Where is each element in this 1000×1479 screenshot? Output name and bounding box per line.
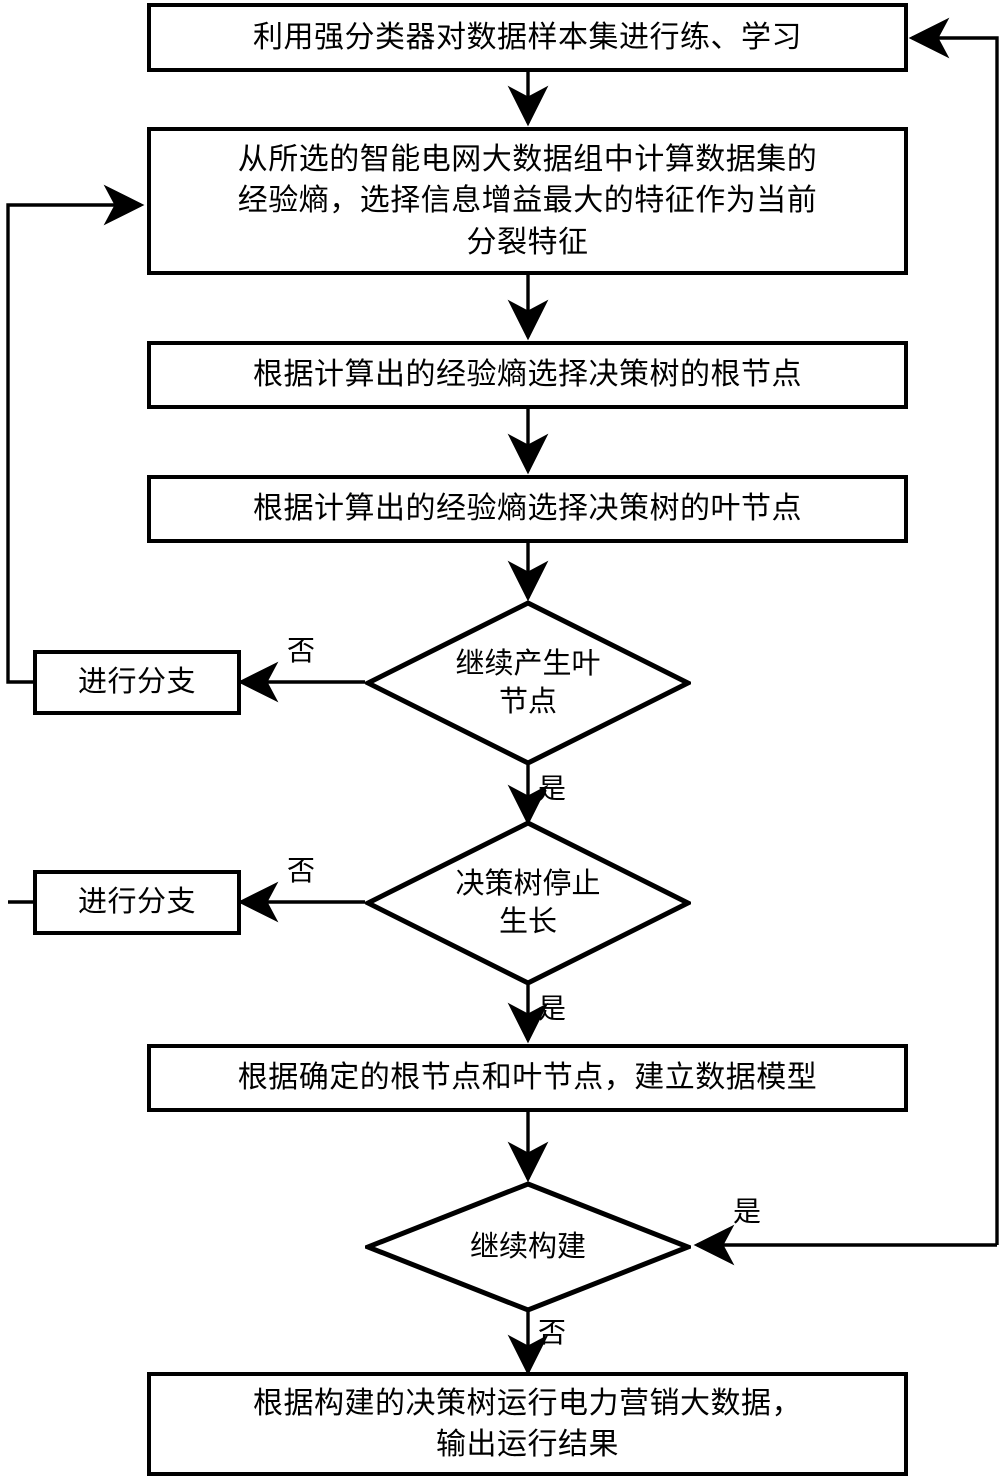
process-output[interactable]: 根据构建的决策树运行电力营销大数据， 输出运行结果: [147, 1372, 908, 1476]
process-model[interactable]: 根据确定的根节点和叶节点，建立数据模型: [147, 1044, 908, 1112]
process-train-label: 利用强分类器对数据样本集进行练、学习: [253, 20, 802, 54]
process-train[interactable]: 利用强分类器对数据样本集进行练、学习: [147, 3, 908, 72]
process-branch-1-label: 进行分支: [77, 665, 196, 698]
edge-label-build-no: 否: [538, 1318, 567, 1349]
decision-tree-stop-label: 决策树停止 生长: [455, 867, 601, 938]
edge-branch1-feedback: [6, 184, 145, 684]
process-branch-2[interactable]: 进行分支: [33, 870, 241, 935]
process-output-label: 根据构建的决策树运行电力营销大数据， 输出运行结果: [253, 1386, 802, 1461]
process-branch-2-label: 进行分支: [77, 885, 196, 918]
process-leaf-node-label: 根据计算出的经验熵选择决策树的叶节点: [253, 492, 802, 526]
decision-tree-stop[interactable]: 决策树停止 生长: [365, 820, 691, 986]
diamond-shape-1: [365, 600, 691, 766]
process-leaf-node[interactable]: 根据计算出的经验熵选择决策树的叶节点: [147, 475, 908, 543]
decision-continue-build[interactable]: 继续构建: [365, 1181, 691, 1313]
edge-decision3-yes-feedback-v: [908, 17, 999, 1245]
process-root-node[interactable]: 根据计算出的经验熵选择决策树的根节点: [147, 341, 908, 409]
edge-label-leaf-yes: 是: [538, 774, 567, 805]
edge-label-stop-yes: 是: [538, 994, 567, 1025]
decision-continue-build-label: 继续构建: [469, 1230, 586, 1263]
diamond-shape-3: [365, 1181, 691, 1313]
decision-continue-leaf[interactable]: 继续产生叶 节点: [365, 600, 691, 766]
process-model-label: 根据确定的根节点和叶节点，建立数据模型: [237, 1061, 818, 1095]
process-root-node-label: 根据计算出的经验熵选择决策树的根节点: [253, 358, 802, 392]
diamond-shape-2: [365, 820, 691, 986]
edge-label-stop-no: 否: [287, 856, 316, 887]
process-branch-1[interactable]: 进行分支: [33, 650, 241, 715]
decision-continue-leaf-label: 继续产生叶 节点: [455, 647, 601, 718]
edge-label-build-yes: 是: [733, 1197, 762, 1228]
process-entropy-label: 从所选的智能电网大数据组中计算数据集的 经验熵，选择信息增益最大的特征作为当前 …: [237, 142, 818, 259]
edge-label-leaf-no: 否: [287, 636, 316, 667]
process-entropy[interactable]: 从所选的智能电网大数据组中计算数据集的 经验熵，选择信息增益最大的特征作为当前 …: [147, 127, 908, 275]
